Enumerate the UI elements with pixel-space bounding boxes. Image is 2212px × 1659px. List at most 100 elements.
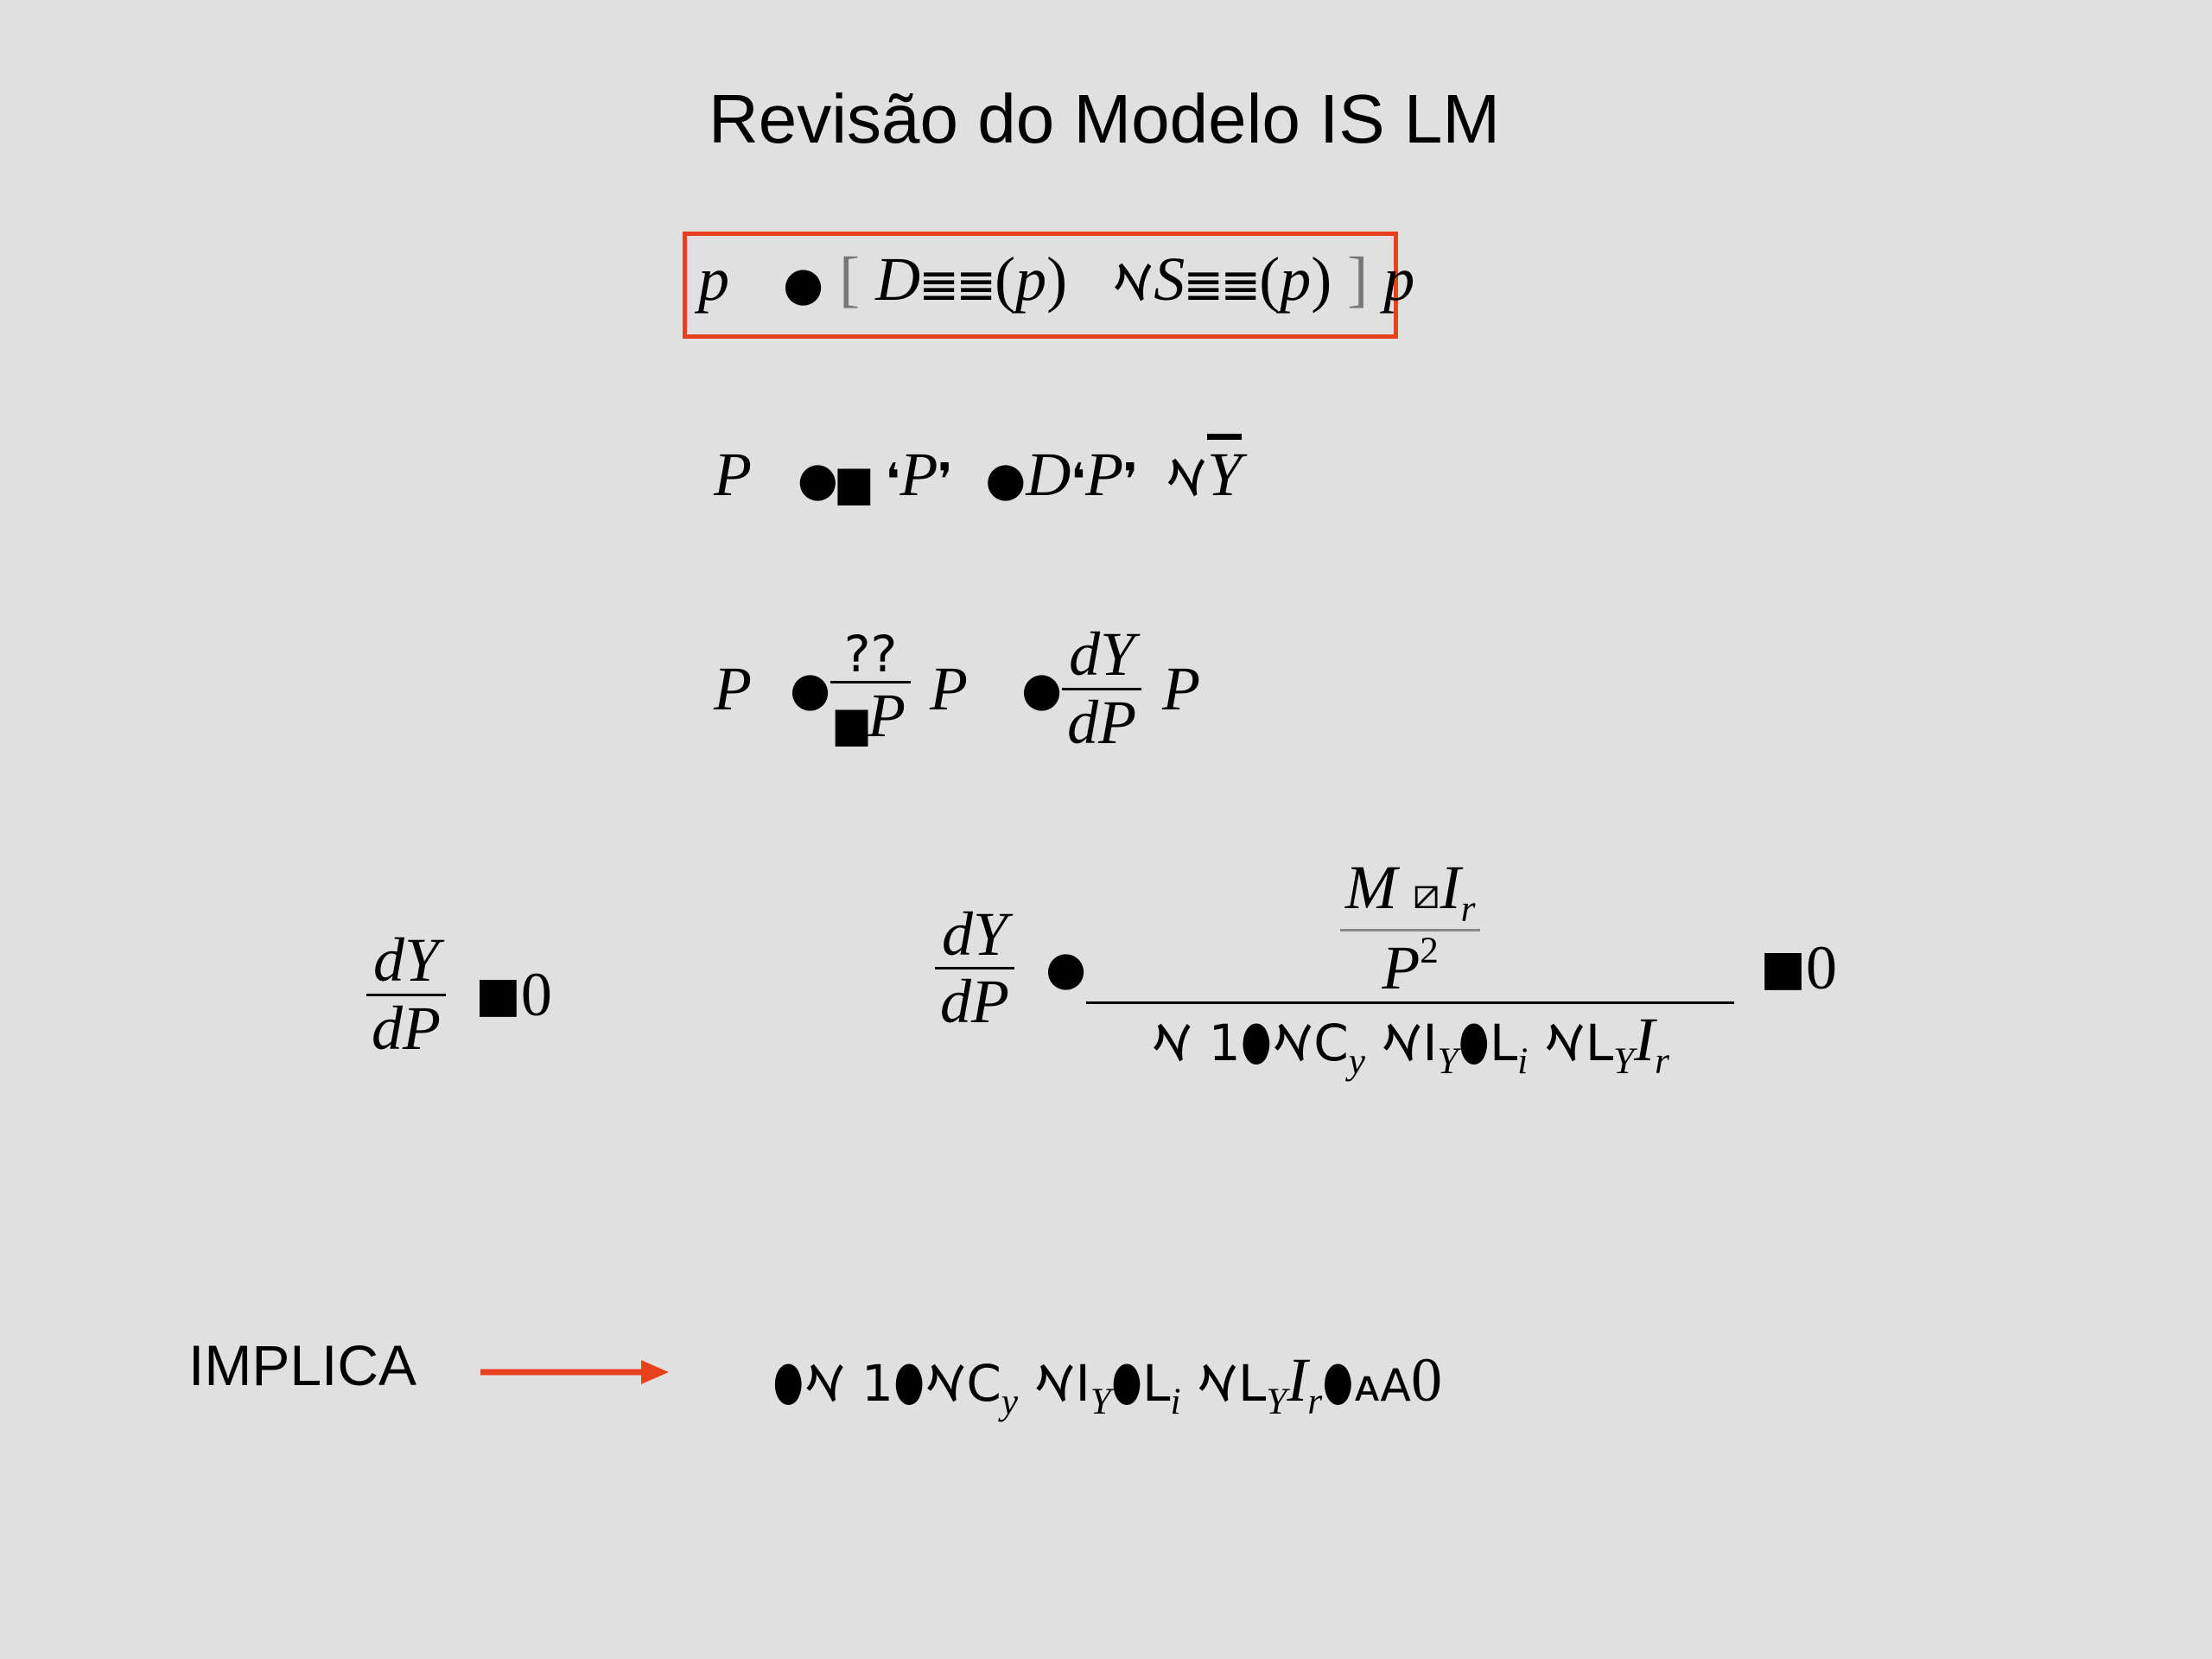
eq5-I: I (1440, 853, 1461, 922)
eq5-relation-symbol: ■ (1760, 940, 1807, 997)
eq4-relation-symbol: ■ (474, 966, 521, 1023)
eq3-frac1-den-glyph: ▆ (836, 698, 868, 747)
eq2-minus-glyph: 𐡀 (1165, 448, 1207, 507)
implica-expr-f: ⬮ (1322, 1354, 1354, 1413)
implica-expr-e: I (1287, 1345, 1308, 1414)
eq3-frac1-den: ▆P (830, 683, 911, 749)
eq5-bottom-5: I (1634, 1005, 1656, 1075)
eq2-eq-symbol-2: ● (985, 452, 1027, 506)
eq5-zero: 0 (1806, 933, 1838, 1003)
implica-sub-Y2: Y (1266, 1382, 1287, 1423)
eq5-M: M (1344, 853, 1397, 922)
eq5-inner-bar (1339, 929, 1481, 932)
eq3-frac2-bar (1062, 687, 1142, 690)
eq4-den: dP (372, 993, 441, 1063)
eq5-bottom-1: 𐡀⬮1 𐡀C (1151, 1014, 1349, 1073)
eq5-bottom-4: 𐡀L (1528, 1014, 1614, 1073)
implica-zero: 0 (1410, 1345, 1442, 1414)
eq4-fraction: dY dP (366, 925, 446, 1063)
eq1-lbracket: [ (839, 245, 861, 314)
eq5-lhs-fraction: dY dP (935, 899, 1014, 1037)
equation-4: dY dP ■0 (366, 925, 552, 1063)
eq3-frac1-num: ?? (843, 625, 898, 684)
eq1-rbracket: ] (1347, 245, 1369, 314)
eq5-sub-i: i (1517, 1041, 1529, 1083)
eq3-frac1-bar (830, 681, 912, 684)
eq1-p-3: p (1383, 245, 1415, 314)
eq3-lhs: P (714, 653, 752, 723)
eq1-close-paren-2: ) (1311, 245, 1332, 314)
eq1-garbled-2: 𝌆𝌆 (1185, 262, 1260, 310)
slide-title: Revisão do Modelo IS LM (708, 80, 1500, 157)
eq4-zero: 0 (520, 959, 552, 1029)
eq3-fraction-1: ?? ▆P (830, 625, 912, 749)
eq5-lhs-den: dP (940, 967, 1009, 1037)
eq1-lhs: p (698, 245, 729, 314)
eq5-main-den: 𐡀⬮1 𐡀Cy 𐡀IY⬮Li 𐡀LYIr (1146, 1004, 1675, 1081)
eq5-P-exp: 2 (1420, 931, 1439, 972)
eq5-sub-Y2: Y (1613, 1041, 1635, 1083)
eq5-bottom-2: 𐡀I (1364, 1014, 1438, 1073)
eq2-P-1: P (899, 440, 938, 509)
equation-3: P ● ?? ▆P P ● dY dP P (714, 620, 1201, 755)
implica-expr-d: 𐡀L (1180, 1354, 1267, 1413)
eq3-fraction-2: dY dP (1062, 620, 1142, 755)
eq2-D: D (1026, 440, 1071, 509)
eq5-main-num: M ⧄Ir P2 (1335, 855, 1486, 1001)
eq1-p-2: p (1280, 245, 1312, 314)
eq1-p-1: p (1015, 245, 1047, 314)
eq5-inner-glyph: ⧄ (1412, 868, 1440, 918)
eq1-open-paren-1: ( (995, 245, 1016, 314)
implica-sub-y: y (1001, 1382, 1019, 1423)
implica-expr-a: ⬮𐡀⬮1 𐡀C (772, 1354, 1001, 1413)
equation-5: dY dP ● M ⧄Ir P2 𐡀⬮1 𐡀Cy 𐡀IY⬮Li 𐡀LYIr ■0 (935, 855, 1837, 1082)
eq5-eq-symbol: ● (1045, 941, 1087, 996)
arrow-right-icon (480, 1360, 669, 1384)
eq3-eq-symbol: ● (789, 661, 831, 716)
eq2-paren-1: ❛ (885, 454, 900, 506)
eq5-lhs-bar (935, 967, 1014, 970)
eq5-lhs-num: dY (941, 899, 1008, 969)
eq2-P-2: P (1085, 440, 1124, 509)
eq5-P: P (1382, 933, 1421, 1003)
eq5-sub-r: r (1655, 1041, 1669, 1083)
highlight-box (683, 232, 1398, 339)
eq2-garbled: ▆ (837, 457, 870, 505)
implica-expression: ⬮𐡀⬮1 𐡀Cy 𐡀IY⬮Li 𐡀LYIr⬮ᴀA0 (772, 1344, 1442, 1423)
eq5-inner-den: P2 (1376, 931, 1444, 1001)
eq5-sub-y: y (1348, 1041, 1365, 1083)
implica-sub-r: r (1307, 1382, 1323, 1423)
eq5-sub-Y: Y (1437, 1041, 1459, 1083)
eq4-num: dY (372, 925, 440, 995)
implica-sub-i: i (1170, 1382, 1181, 1423)
eq3-P-2: P (1162, 653, 1201, 723)
implica-label: IMPLICA (188, 1333, 417, 1397)
eq2-eq-symbol: ● (797, 452, 838, 506)
equation-1: p ● [ D𝌆𝌆(p) 𐡀S𝌆𝌆(p) ] p (698, 244, 1414, 315)
eq3-P-1: P (930, 653, 968, 723)
eq1-eq-symbol: ● (783, 257, 824, 311)
eq5-I-sub: r (1460, 889, 1476, 931)
eq2-paren-4: ❜ (1123, 454, 1138, 506)
eq1-S: S (1154, 245, 1185, 314)
eq3-frac1-den-P: P (868, 681, 906, 751)
eq1-minus-glyph: 𐡀 (1112, 253, 1154, 312)
eq3-frac2-num: dY (1069, 620, 1135, 689)
eq5-inner-num: M ⧄Ir (1340, 855, 1481, 929)
eq3-eq-symbol-2: ● (1021, 661, 1063, 716)
equation-2: P ●▆ ❛P❜ ●D❛P❜ 𐡀Y (714, 439, 1242, 511)
implica-relation-symbol: ᴀA (1353, 1360, 1411, 1412)
implica-expr-b: 𐡀I (1018, 1354, 1090, 1413)
implica-expr-c: ⬮L (1110, 1354, 1171, 1413)
eq1-close-paren-1: ) (1046, 245, 1068, 314)
eq5-bottom-3: ⬮L (1458, 1014, 1518, 1073)
eq2-lhs: P (714, 440, 751, 509)
eq2-paren-3: ❛ (1071, 454, 1086, 506)
eq1-open-paren-2: ( (1259, 245, 1281, 314)
eq2-Y-bar: Y (1206, 440, 1243, 509)
eq4-bar (366, 993, 446, 996)
eq5-main-fraction: M ⧄Ir P2 𐡀⬮1 𐡀Cy 𐡀IY⬮Li 𐡀LYIr (1086, 855, 1735, 1082)
eq5-inner-fraction: M ⧄Ir P2 (1339, 855, 1481, 1001)
eq5-main-bar (1086, 1001, 1735, 1005)
implica-sub-Y: Y (1090, 1382, 1111, 1423)
